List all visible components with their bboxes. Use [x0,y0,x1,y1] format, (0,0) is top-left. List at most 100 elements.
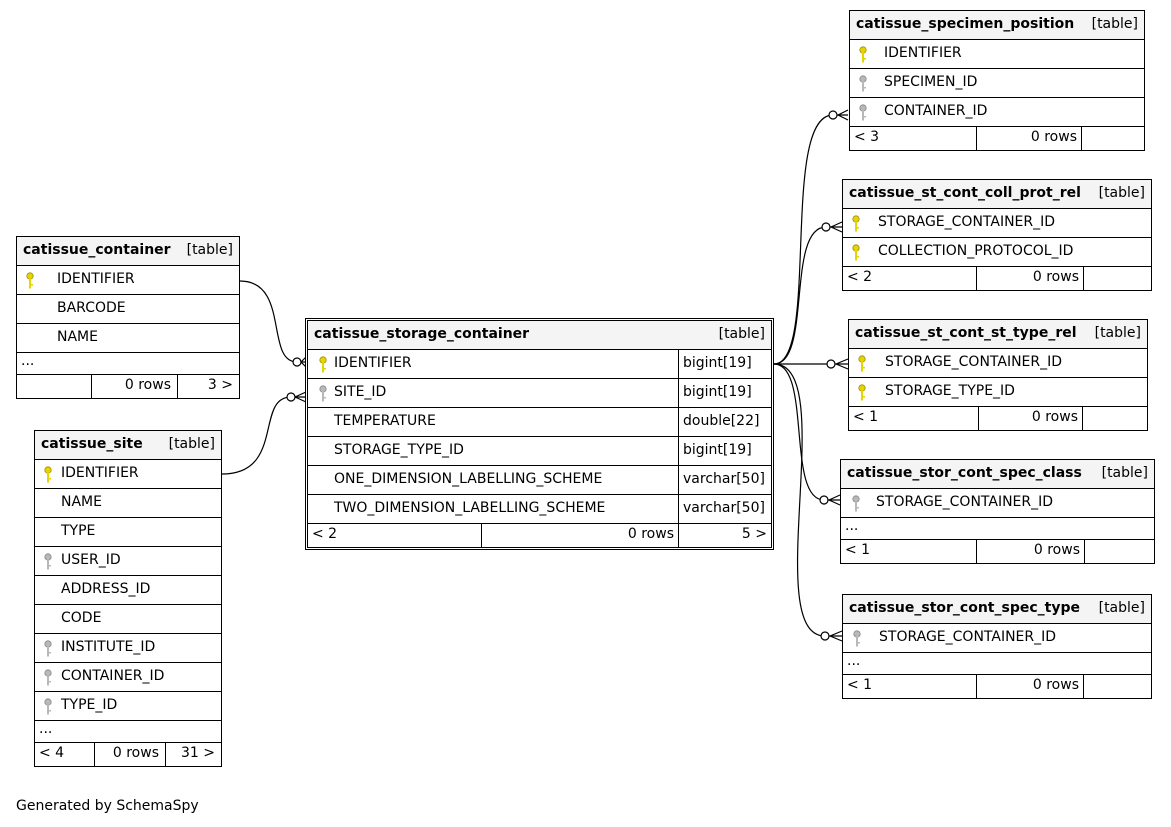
column-row[interactable]: NAME [17,324,239,353]
column-row[interactable]: TWO_DIMENSION_LABELLING_SCHEME varchar[5… [308,495,771,524]
row-count: 0 rows [91,375,177,398]
parents-count[interactable] [17,375,91,398]
column-row[interactable]: ADDRESS_ID [35,576,221,605]
column-name: USER_ID [61,552,121,568]
table-footer: < 1 0 rows [849,407,1147,430]
row-count: 0 rows [978,407,1082,430]
crow-foot-marker [835,358,849,370]
more-columns-ellipsis: ... [841,518,1154,540]
column-row[interactable]: TYPE_ID [35,692,221,721]
children-count[interactable]: 31 > [165,743,221,766]
column-row[interactable]: CONTAINER_ID [35,663,221,692]
column-name: CONTAINER_ID [884,103,988,119]
link-container-to-storage-container [239,280,306,363]
row-count: 0 rows [481,524,678,547]
column-type: double[22] [678,408,759,436]
column-name: STORAGE_CONTAINER_ID [878,214,1056,230]
link-to-specimen-position [773,114,848,365]
column-row[interactable]: STORAGE_CONTAINER_ID [849,349,1147,378]
column-name: CODE [61,610,102,626]
column-row[interactable]: IDENTIFIER [850,40,1144,69]
foreign-key-icon [44,640,52,657]
table-footer: < 4 0 rows 31 > [35,743,221,766]
column-type: bigint[19] [678,437,752,465]
column-row[interactable]: CODE [35,605,221,634]
crow-foot-marker [829,630,843,642]
column-row[interactable]: ONE_DIMENSION_LABELLING_SCHEME varchar[5… [308,466,771,495]
column-row[interactable]: TEMPERATURE double[22] [308,408,771,437]
parents-count[interactable]: < 1 [845,542,871,558]
children-count[interactable] [1083,675,1151,698]
column-type: varchar[50] [678,495,765,523]
table-header: catissue_st_cont_coll_prot_rel [table] [843,180,1151,209]
table-catissue-storage-container[interactable]: catissue_storage_container [table] IDENT… [305,318,774,550]
parents-count[interactable]: < 1 [847,677,873,693]
link-to-spec-class [773,363,840,501]
column-row[interactable]: USER_ID [35,547,221,576]
column-name: STORAGE_TYPE_ID [334,442,464,458]
table-header: catissue_stor_cont_spec_type [table] [843,595,1151,624]
table-name: catissue_container [23,242,171,258]
column-row[interactable]: IDENTIFIER bigint[19] [308,350,771,379]
column-row[interactable]: SITE_ID bigint[19] [308,379,771,408]
primary-key-icon [858,355,866,372]
column-name: ADDRESS_ID [61,581,151,597]
crow-foot-marker [837,109,849,121]
parents-count[interactable]: < 2 [847,269,873,285]
column-type: bigint[19] [678,350,752,378]
children-count[interactable]: 3 > [177,375,239,398]
column-name: STORAGE_CONTAINER_ID [885,354,1063,370]
column-row[interactable]: STORAGE_TYPE_ID [849,378,1147,407]
primary-key-icon [858,384,866,401]
column-row[interactable]: IDENTIFIER [17,266,239,295]
parents-count[interactable]: < 2 [312,526,338,542]
children-count[interactable]: 5 > [678,524,771,547]
table-catissue-st-cont-coll-prot-rel[interactable]: catissue_st_cont_coll_prot_rel [table] S… [842,179,1152,291]
table-type: [table] [1098,600,1145,616]
table-footer: < 2 0 rows 5 > [308,524,771,547]
column-row[interactable]: INSTITUTE_ID [35,634,221,663]
column-name: IDENTIFIER [334,355,412,371]
column-name: TYPE [61,523,96,539]
column-row[interactable]: STORAGE_TYPE_ID bigint[19] [308,437,771,466]
table-header: catissue_stor_cont_spec_class [table] [841,460,1154,489]
table-catissue-specimen-position[interactable]: catissue_specimen_position [table] IDENT… [849,10,1145,151]
column-row[interactable]: BARCODE [17,295,239,324]
table-catissue-stor-cont-spec-type[interactable]: catissue_stor_cont_spec_type [table] STO… [842,594,1152,699]
children-count[interactable] [1082,407,1147,430]
table-type: [table] [1091,16,1138,32]
relationship-zero-marker [826,359,836,369]
children-count[interactable] [1081,127,1144,150]
column-name: SPECIMEN_ID [884,74,978,90]
link-to-spec-type [773,363,842,637]
table-catissue-st-cont-st-type-rel[interactable]: catissue_st_cont_st_type_rel [table] STO… [848,319,1148,431]
relationship-zero-marker [828,110,838,120]
column-name: COLLECTION_PROTOCOL_ID [878,243,1074,259]
parents-count[interactable]: < 3 [854,129,880,145]
column-row[interactable]: STORAGE_CONTAINER_ID [843,209,1151,238]
column-row[interactable]: IDENTIFIER [35,460,221,489]
column-row[interactable]: NAME [35,489,221,518]
table-footer: < 2 0 rows [843,267,1151,290]
parents-count[interactable]: < 1 [853,409,879,425]
column-name: NAME [61,494,102,510]
table-catissue-stor-cont-spec-class[interactable]: catissue_stor_cont_spec_class [table] ST… [840,459,1155,564]
column-name: NAME [57,329,98,345]
children-count[interactable] [1084,540,1154,563]
column-row[interactable]: TYPE [35,518,221,547]
column-row[interactable]: CONTAINER_ID [850,98,1144,127]
column-row[interactable]: SPECIMEN_ID [850,69,1144,98]
table-footer: < 1 0 rows [843,675,1151,698]
column-name: IDENTIFIER [61,465,139,481]
column-row[interactable]: COLLECTION_PROTOCOL_ID [843,238,1151,267]
column-row[interactable]: STORAGE_CONTAINER_ID [843,624,1151,653]
column-row[interactable]: STORAGE_CONTAINER_ID [841,489,1154,518]
table-name: catissue_stor_cont_spec_type [849,600,1080,616]
parents-count[interactable]: < 4 [39,745,65,761]
relationship-zero-marker [820,631,830,641]
table-type: [table] [1101,465,1148,481]
table-catissue-site[interactable]: catissue_site [table] IDENTIFIER NAME TY… [34,430,222,767]
table-type: [table] [168,436,215,452]
table-catissue-container[interactable]: catissue_container [table] IDENTIFIER BA… [16,236,240,399]
children-count[interactable] [1083,267,1151,290]
